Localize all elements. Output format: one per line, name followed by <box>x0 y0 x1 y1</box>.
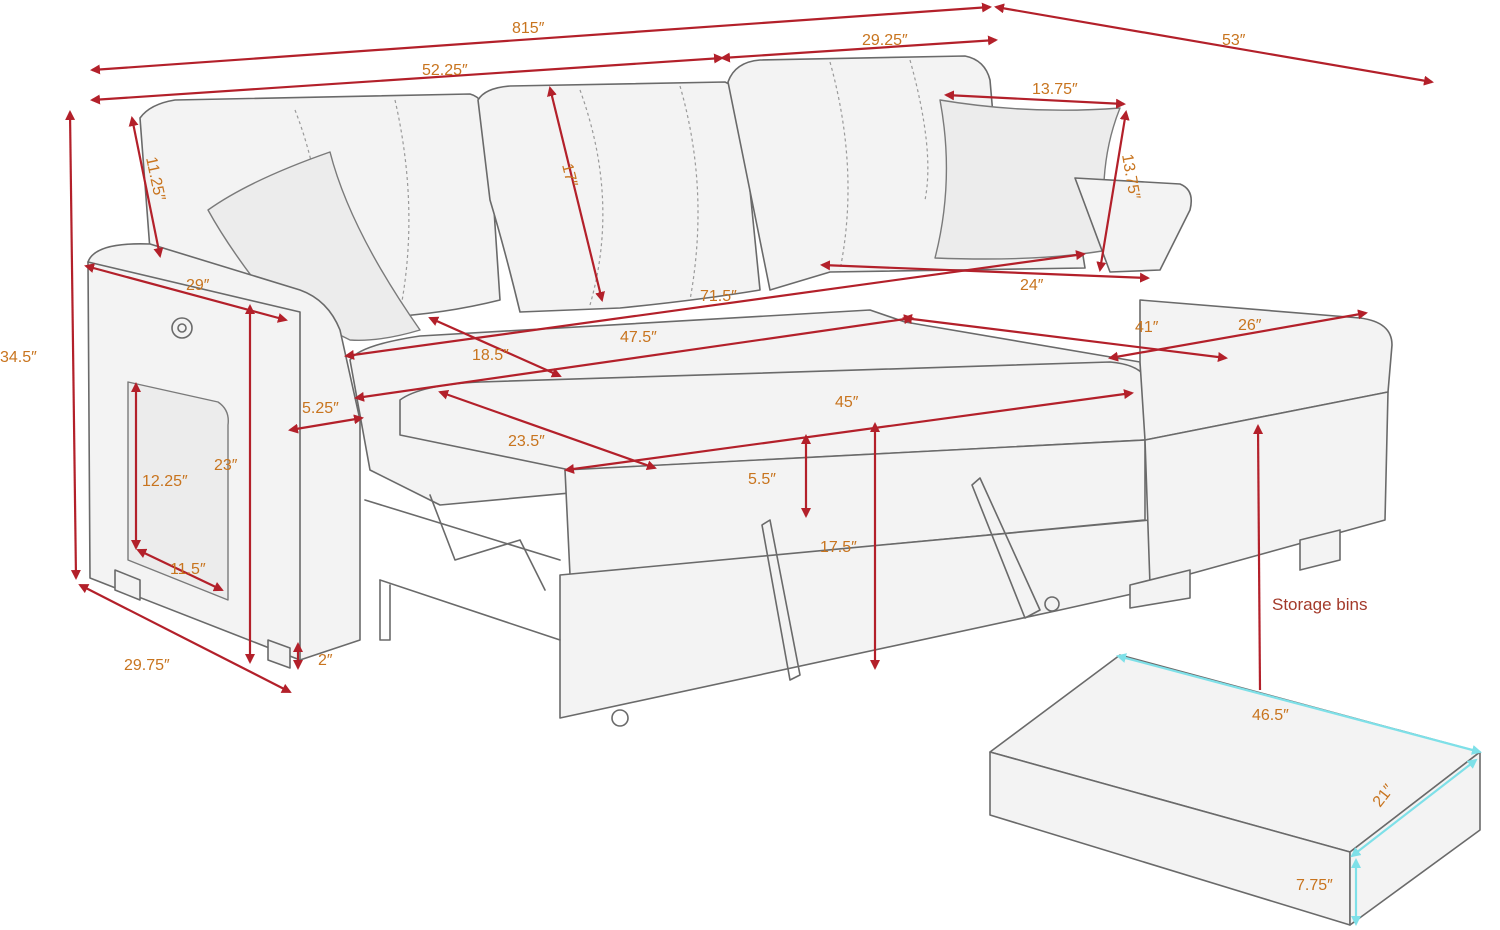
side-pocket <box>127 381 229 601</box>
back-cushion-center <box>477 81 761 313</box>
dim-pillow-width <box>944 90 1126 109</box>
dimension-lines <box>65 2 1482 926</box>
label-arm-width: 5.25″ <box>302 400 339 417</box>
label-chaise-depth: 53″ <box>1222 32 1246 49</box>
label-bed-width: 45″ <box>835 394 859 411</box>
label-side-depth: 29.75″ <box>124 657 170 674</box>
dim-bed-width <box>564 389 1134 474</box>
dim-side-depth <box>78 584 292 693</box>
storage-callout-arrow <box>1253 424 1264 691</box>
label-main-seat: 47.5″ <box>620 329 657 346</box>
dim-bin-length <box>1116 653 1482 755</box>
dim-arm-width <box>288 414 364 434</box>
dim-chaise-depth <box>994 3 1434 86</box>
bed-base <box>559 519 1151 719</box>
caster-right <box>1044 596 1060 612</box>
label-chaise-width: 26″ <box>1238 317 1262 334</box>
label-bed-height: 17.5″ <box>820 539 857 556</box>
dim-chaise-width <box>1108 309 1368 362</box>
label-right-back: 29.25″ <box>862 32 908 49</box>
dim-bin-width <box>1350 758 1478 858</box>
dimension-labels: 815″ 53″ 52.25″ 29.25″ 34.5″ 11.25″ 17″ … <box>0 20 1398 894</box>
label-mattress: 5.5″ <box>748 471 776 488</box>
label-pocket-width: 11.5″ <box>170 561 206 578</box>
dim-back-cushion <box>128 116 164 258</box>
dim-pocket-width <box>136 548 224 592</box>
dim-right-back <box>720 35 998 63</box>
sofa-sketch <box>87 55 1481 926</box>
label-overall-height: 34.5″ <box>0 349 37 366</box>
label-leg-height: 2″ <box>318 652 333 669</box>
label-bin-length: 46.5″ <box>1252 707 1289 724</box>
label-bed-depth: 23.5″ <box>508 433 545 450</box>
label-bin-height: 7.75″ <box>1296 877 1333 894</box>
dim-chaise-seat <box>820 260 1150 283</box>
label-arm-depth: 29″ <box>186 277 210 294</box>
label-seat-depth: 18.5″ <box>472 347 509 364</box>
label-center-back: 17″ <box>558 162 580 189</box>
label-left-section: 52.25″ <box>422 62 468 79</box>
label-arm-height: 23″ <box>214 457 238 474</box>
label-chaise-seat: 24″ <box>1020 277 1044 294</box>
dim-main-seat <box>354 314 914 402</box>
dim-pillow-height <box>1096 110 1130 272</box>
caster-left <box>611 709 629 727</box>
dim-left-section <box>90 53 724 105</box>
label-overall-width: 815″ <box>512 20 545 37</box>
label-storage-bins: Storage bins <box>1272 595 1367 614</box>
dim-overall-height <box>65 110 81 580</box>
label-pocket-height: 12.25″ <box>142 473 188 490</box>
label-seat-width: 71.5″ <box>700 288 737 305</box>
chaise-base <box>1144 391 1389 586</box>
label-pillow-width: 13.75″ <box>1032 81 1078 98</box>
label-chaise-seat-depth: 41″ <box>1135 319 1159 336</box>
